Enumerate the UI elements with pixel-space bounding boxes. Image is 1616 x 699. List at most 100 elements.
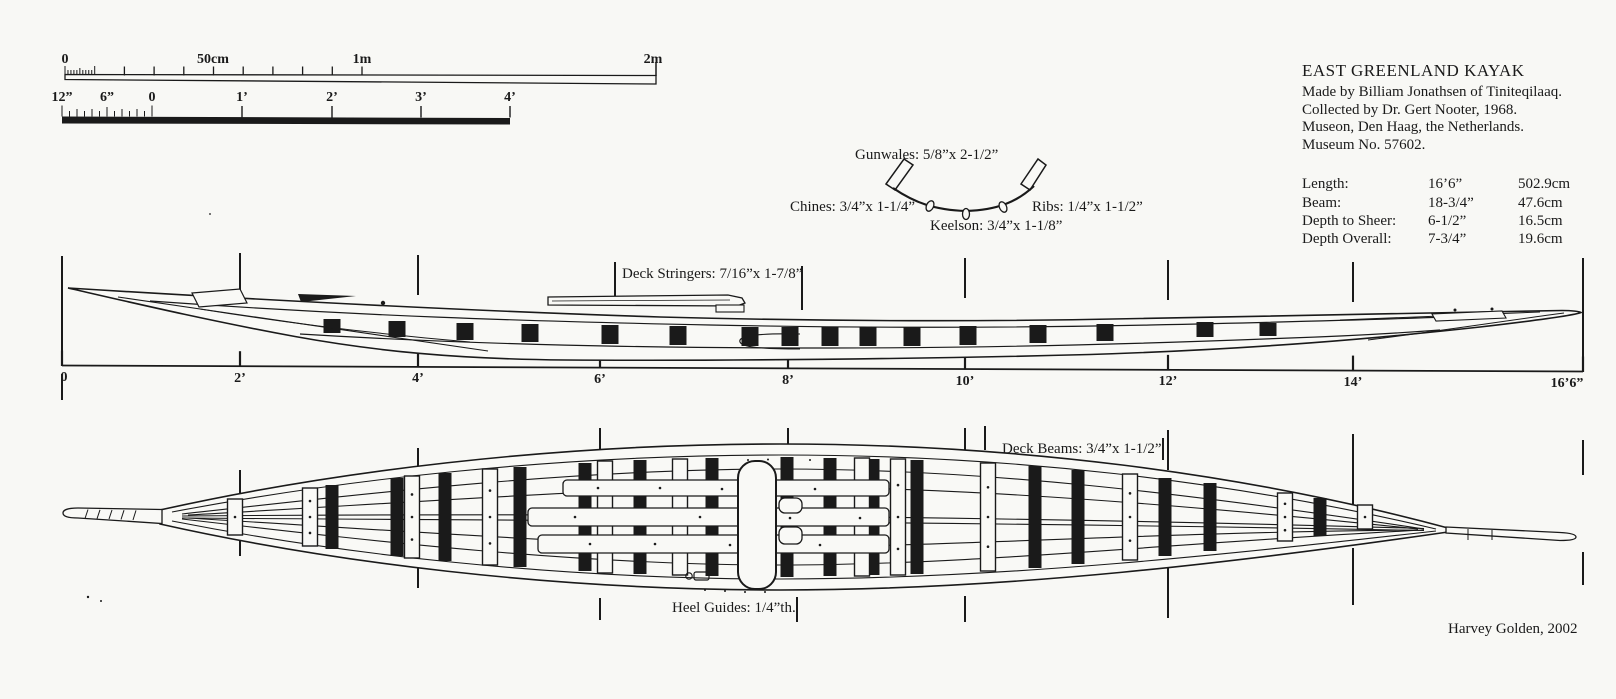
beam-rivet bbox=[986, 486, 990, 489]
beam-rivet bbox=[410, 493, 414, 496]
dim-imperial: 6-1/2” bbox=[1428, 213, 1467, 229]
plan-rib-mark bbox=[1028, 466, 1042, 568]
side-rib-mark bbox=[323, 319, 341, 333]
beam-rivet bbox=[488, 515, 492, 519]
side-rib-mark bbox=[1096, 324, 1114, 341]
stern-peg bbox=[1490, 307, 1494, 311]
side-ribs bbox=[323, 319, 1277, 346]
side-rib-mark bbox=[959, 326, 977, 345]
dim-imperial: 18-3/4” bbox=[1428, 195, 1474, 211]
cross-section-drawing bbox=[884, 157, 1048, 221]
lashing-dots bbox=[704, 458, 811, 593]
metric-ruler-label: 2m bbox=[643, 52, 663, 67]
deck-buckle bbox=[693, 571, 710, 581]
chine-section bbox=[925, 200, 935, 212]
credit: Harvey Golden, 2002 bbox=[1448, 621, 1578, 637]
side-rib-mark bbox=[1196, 322, 1214, 337]
plan-rib-mark bbox=[325, 485, 339, 549]
cockpit-coaming bbox=[737, 460, 777, 590]
keelson-label: Keelson: 3/4”x 1-1/8” bbox=[930, 218, 1063, 234]
bow-deck-wedge bbox=[298, 294, 356, 302]
side-rib-mark bbox=[388, 321, 406, 337]
dim-label: Depth Overall: bbox=[1302, 231, 1392, 247]
gunwale-right bbox=[1019, 157, 1048, 192]
beam-rivet bbox=[308, 499, 312, 503]
dim-label: Depth to Sheer: bbox=[1302, 213, 1397, 229]
station-label: 2’ bbox=[234, 370, 246, 386]
stern-scarf-joint bbox=[1431, 310, 1507, 322]
side-rib-mark bbox=[781, 327, 799, 346]
metric-ruler bbox=[64, 62, 657, 85]
ribs-label: Ribs: 1/4”x 1-1/2” bbox=[1032, 199, 1143, 215]
beam-rivet bbox=[986, 545, 990, 548]
dim-imperial: 16’6” bbox=[1428, 176, 1463, 192]
deck-stringers-label: Deck Stringers: 7/16”x 1-7/8” bbox=[622, 266, 803, 282]
beam-rivet bbox=[896, 547, 900, 551]
beam-rivet bbox=[308, 515, 312, 519]
drawing-title: EAST GREENLAND KAYAK bbox=[1302, 61, 1525, 80]
label-leaders bbox=[614, 262, 1164, 622]
plan-rib-mark bbox=[390, 478, 404, 556]
imperial-ruler-label: 12” bbox=[51, 90, 73, 105]
beam-rivet bbox=[1363, 515, 1367, 519]
side-view-drawing bbox=[67, 287, 1583, 362]
plan-rib-mark bbox=[513, 467, 527, 567]
dim-metric: 47.6cm bbox=[1518, 195, 1563, 211]
stern-peg bbox=[1453, 308, 1457, 312]
imperial-ruler-label: 3’ bbox=[415, 90, 427, 105]
bow-peg bbox=[380, 300, 386, 306]
side-rib-mark bbox=[1029, 325, 1047, 343]
beam-rivet bbox=[1283, 528, 1287, 532]
stern-tail bbox=[1445, 526, 1577, 542]
imperial-ruler-ticks bbox=[61, 105, 511, 118]
side-rib-mark bbox=[669, 326, 687, 345]
title-line: Museon, Den Haag, the Netherlands. bbox=[1302, 119, 1525, 135]
station-label: 6’ bbox=[594, 372, 606, 388]
beam-rivet bbox=[233, 515, 237, 519]
beam-rivet bbox=[1128, 515, 1132, 519]
bow-seam-line bbox=[199, 308, 471, 343]
imperial-ruler bbox=[61, 105, 511, 125]
station-label: 8’ bbox=[782, 372, 794, 388]
station-label: 12’ bbox=[1158, 374, 1178, 390]
chines-label: Chines: 3/4”x 1-1/4” bbox=[790, 199, 915, 215]
coaming-bracket bbox=[778, 526, 803, 545]
beam-rivet bbox=[896, 515, 900, 519]
title-line: Collected by Dr. Gert Nooter, 1968. bbox=[1302, 102, 1518, 118]
paper-specks bbox=[86, 213, 211, 602]
coaming-lip-side bbox=[715, 304, 745, 313]
beam-rivet bbox=[1128, 539, 1132, 542]
beam-rivet bbox=[1128, 492, 1132, 495]
dim-label: Beam: bbox=[1302, 195, 1342, 211]
plan-rib-mark bbox=[1158, 478, 1172, 556]
imperial-ruler-label: 6” bbox=[100, 90, 114, 105]
station-label: 0 bbox=[60, 370, 68, 385]
imperial-ruler-label: 0 bbox=[148, 90, 156, 105]
beam-rivet bbox=[488, 489, 492, 492]
metric-ruler-ticks bbox=[64, 62, 657, 76]
side-rib-mark bbox=[1259, 323, 1277, 336]
beam-rivet bbox=[986, 515, 990, 519]
side-rib-mark bbox=[601, 325, 619, 344]
title-line: Made by Billiam Jonathsen of Tiniteqilaa… bbox=[1302, 84, 1562, 100]
station-label: 10’ bbox=[955, 373, 975, 389]
plan-rib-mark bbox=[1203, 483, 1217, 551]
plan-rib-mark bbox=[438, 473, 452, 561]
plan-view-drawing bbox=[62, 443, 1577, 593]
title-line: Museum No. 57602. bbox=[1302, 137, 1426, 153]
plank-rivets bbox=[573, 486, 862, 547]
bow-scarf-joint bbox=[191, 288, 248, 308]
side-inner-gunwale bbox=[149, 300, 1471, 328]
plan-rib-mark bbox=[910, 460, 924, 574]
deck-stringer-seam bbox=[551, 299, 731, 302]
dim-imperial: 7-3/4” bbox=[1428, 231, 1467, 247]
deck-beams-label: Deck Beams: 3/4”x 1-1/2” bbox=[1002, 441, 1162, 457]
floor-planks bbox=[527, 479, 890, 554]
station-label: 4’ bbox=[412, 371, 424, 387]
side-rib-mark bbox=[521, 324, 539, 342]
beam-rivet bbox=[1283, 502, 1287, 506]
side-rib-mark bbox=[821, 327, 839, 346]
side-hull-outline bbox=[67, 287, 1583, 362]
rib-section bbox=[998, 201, 1008, 213]
